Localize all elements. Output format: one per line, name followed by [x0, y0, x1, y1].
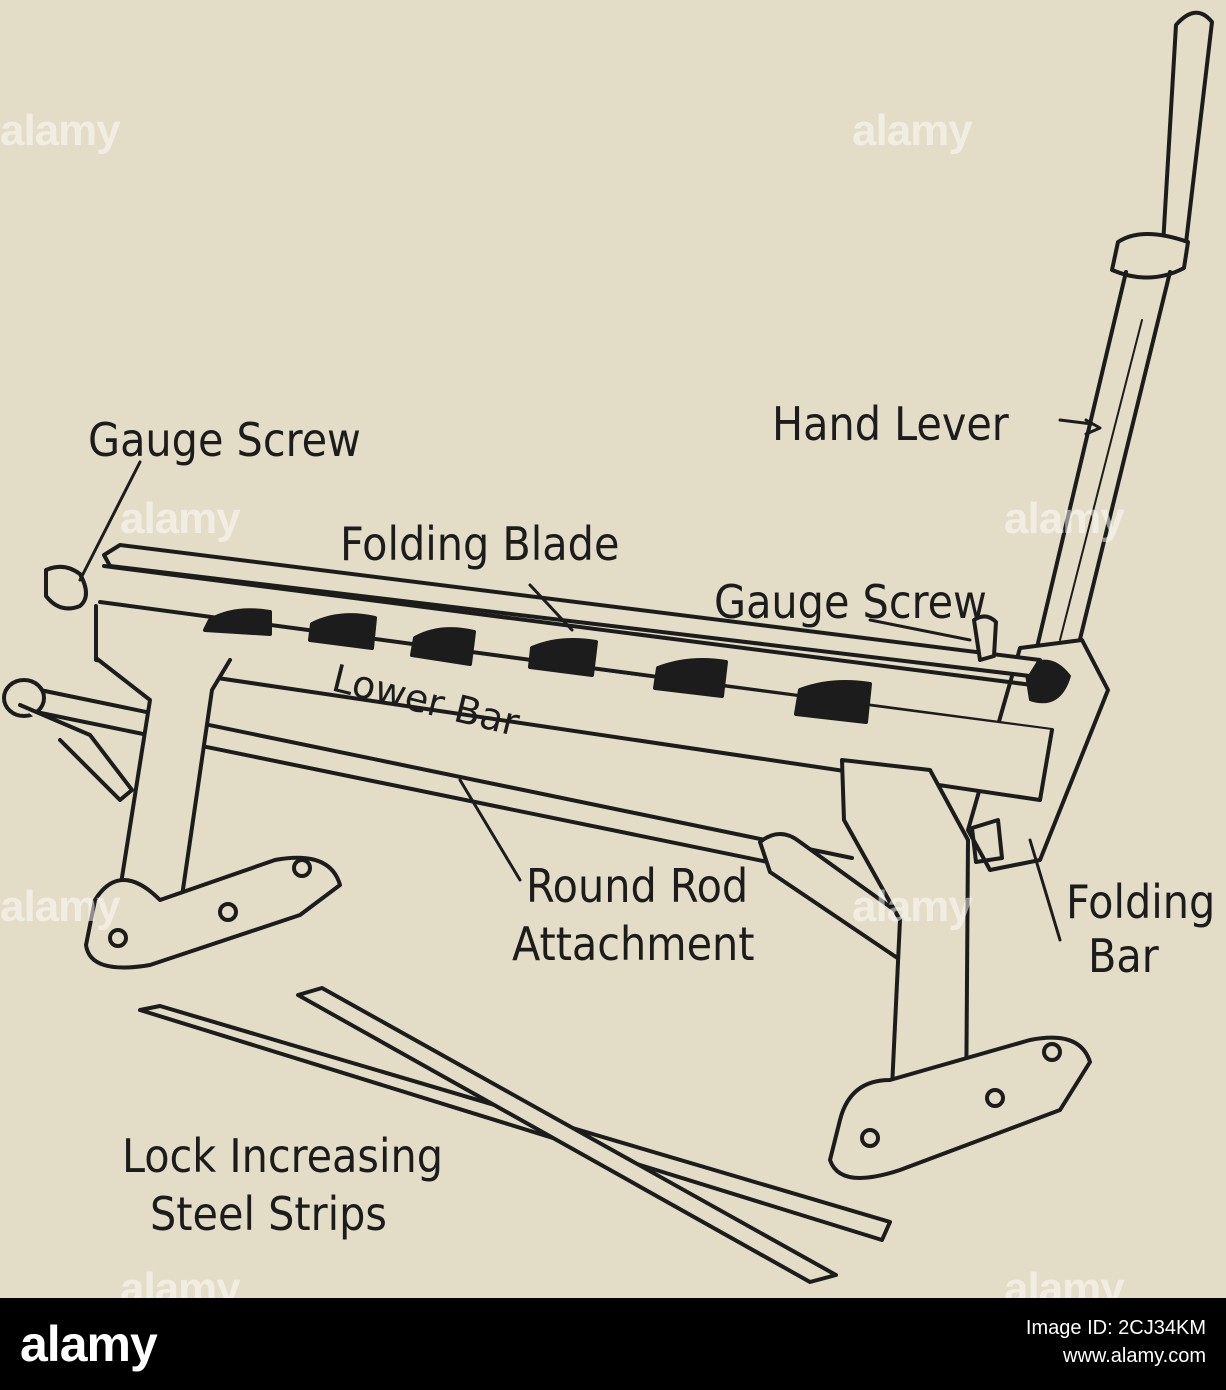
watermark-logo: alamy — [1004, 494, 1125, 543]
label-round-rod-line1: Round Rod — [526, 859, 748, 913]
diagram-stage: Gauge Screw Folding Blade Gauge Screw Ha… — [0, 10, 1215, 1298]
footer-info: Image ID: 2CJ34KM www.alamy.com — [1026, 1314, 1206, 1370]
site-url-link[interactable]: www.alamy.com — [1063, 1345, 1206, 1367]
image-id-text: Image ID: 2CJ34KM — [1025, 1317, 1206, 1339]
label-hand-lever: Hand Lever — [772, 397, 1010, 451]
watermark-logo: alamy — [0, 106, 121, 155]
label-lock-strips-line2: Steel Strips — [150, 1187, 387, 1241]
label-lock-strips-line1: Lock Increasing — [122, 1129, 443, 1183]
label-gauge-screw-left: Gauge Screw — [88, 413, 361, 467]
label-folding-bar-line2: Bar — [1088, 929, 1160, 983]
folding-blade-shape — [102, 543, 1042, 678]
footer-bar: alamy Image ID: 2CJ34KM www.alamy.com — [0, 1298, 1226, 1390]
label-round-rod-line2: Attachment — [512, 917, 755, 971]
watermark-logo: alamy — [1004, 1264, 1125, 1298]
label-gauge-screw-right: Gauge Screw — [714, 575, 987, 629]
hand-lever-shape — [1160, 10, 1214, 264]
watermark-logo: alamy — [0, 882, 121, 931]
steel-strip-2 — [296, 986, 838, 1284]
folder-machine-illustration: Gauge Screw Folding Blade Gauge Screw Ha… — [2, 10, 1215, 1284]
label-folding-blade: Folding Blade — [340, 517, 619, 571]
watermark-logo: alamy — [852, 106, 973, 155]
label-folding-bar-line1: Folding — [1066, 875, 1215, 929]
watermark-logo: alamy — [120, 494, 241, 543]
watermark-logo: alamy — [120, 1264, 241, 1298]
watermark-logo: alamy — [852, 882, 973, 931]
footer-logo[interactable]: alamy — [20, 1316, 158, 1372]
